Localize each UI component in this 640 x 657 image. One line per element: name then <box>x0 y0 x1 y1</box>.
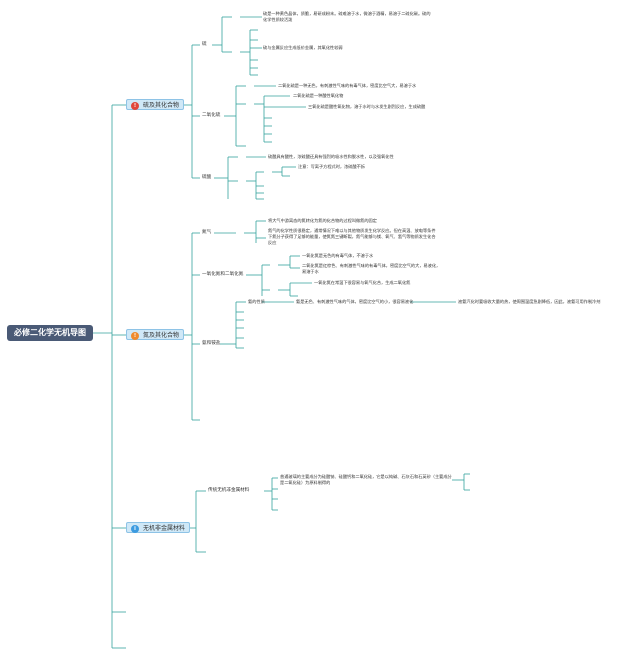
info-icon: i <box>131 524 139 533</box>
topic-label: 氮及其化合物 <box>143 332 180 339</box>
note-so3[interactable]: 三氧化硫是酸性氧化物，溶于水时与水发生剧烈反应，生成硫酸 <box>308 104 426 109</box>
topic-label: 无机非金属材料 <box>143 525 186 532</box>
topic-sulfur[interactable]: ! 硫及其化合物 <box>126 99 185 110</box>
node-sulfur[interactable]: 硫 <box>202 42 207 47</box>
priority-icon: ! <box>131 331 139 340</box>
note-so2-properties[interactable]: 二氧化硫是一种无色，有刺激性气味的有毒气体，密度比空气大，易溶于水 <box>278 83 417 88</box>
node-no-no2[interactable]: 一氧化氮和二氧化氮 <box>202 272 244 277</box>
node-h2so4[interactable]: 硫酸 <box>202 175 212 180</box>
note-nh3-gas[interactable]: 氨是无色、有刺激性气味的气体，密度比空气的小，很容易液化 <box>296 299 414 304</box>
node-nh3-properties[interactable]: 氨的性质 <box>248 299 265 304</box>
node-traditional-materials[interactable]: 传统无机非金属材料 <box>208 488 250 493</box>
note-no[interactable]: 一氧化氮是无色的有毒气体，不溶于水 <box>302 253 374 258</box>
note-sulfur-properties[interactable]: 硫是一种黄色晶体，质脆，易研成粉末。硫难溶于水，微溶于酒精，易溶于二硫化碳。硫的… <box>263 11 431 22</box>
node-so2[interactable]: 二氧化硫 <box>202 113 221 118</box>
note-no-oxidation[interactable]: 一氧化氮在常温下很容易与氧气化合，生成二氧化氮 <box>314 280 411 285</box>
note-nitrogen-fixation[interactable]: 将大气中游离态的氮转化为氮的化合物的过程叫做氮的固定 <box>268 218 377 223</box>
note-so2-acidic[interactable]: 二氧化硫是一种酸性氧化物 <box>293 93 344 98</box>
node-nh3[interactable]: 氨和铵盐 <box>202 341 221 346</box>
note-no2[interactable]: 二氧化氮是红棕色、有刺激性气味的有毒气体，密度比空气的大，易液化，易溶于水 <box>302 263 441 274</box>
topic-label: 硫及其化合物 <box>143 102 180 109</box>
note-glass[interactable]: 普通玻璃的主要成分为硅酸钠、硅酸钙和二氧化硅，它是以纯碱、石灰石和石英砂（主要成… <box>280 474 452 485</box>
topic-nitrogen[interactable]: ! 氮及其化合物 <box>126 329 185 340</box>
note-sulfur-metal[interactable]: 硫与金属反应生成低价金属，其氧化性较弱 <box>263 45 343 50</box>
topic-nonmetal[interactable]: i 无机非金属材料 <box>126 522 191 533</box>
note-n2-properties[interactable]: 氮气的化学性质很稳定，通常情况下难以与其他物质发生化学反应。但在高温、放电等条件… <box>268 228 436 245</box>
root-node[interactable]: 必修二化学无机导图 <box>7 325 93 341</box>
note-h2so4-ionic[interactable]: 注意：写离子方程式时，浓硫酸不拆 <box>298 164 366 169</box>
note-nh3-refrigerant[interactable]: 液氨汽化时要吸收大量的热，使周围温度急剧降低，因此，液氨可用作制冷剂 <box>458 299 601 304</box>
node-n2[interactable]: 氮气 <box>202 230 212 235</box>
priority-icon: ! <box>131 101 139 110</box>
note-h2so4-properties[interactable]: 硫酸具有酸性，浓硫酸还具有强烈的吸水性和脱水性，以及强氧化性 <box>268 154 394 159</box>
